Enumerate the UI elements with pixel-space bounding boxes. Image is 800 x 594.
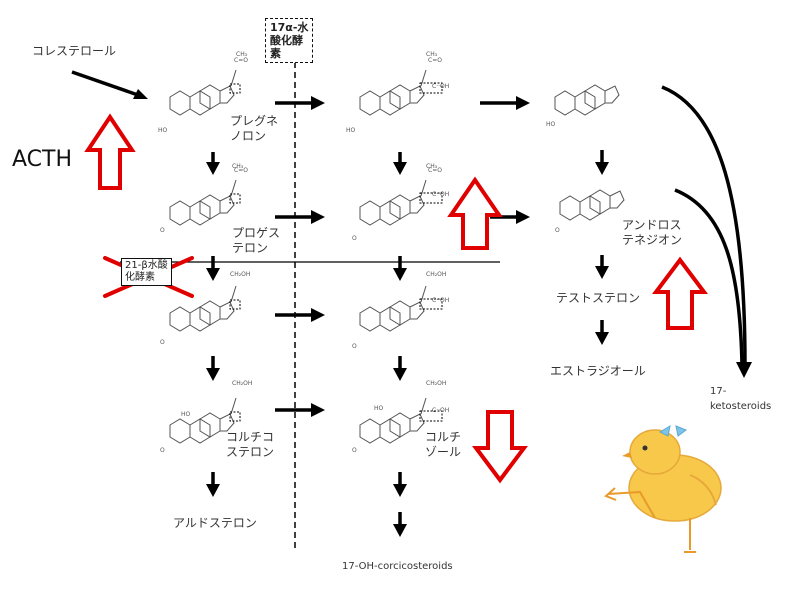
arrow-v-col2-3 <box>393 356 407 381</box>
group-label-ch2oh: CH₂OH <box>426 380 446 387</box>
arrow-cholesterol-to-pregnenolone <box>71 70 148 99</box>
group-label-o: O <box>352 343 357 350</box>
group-label-coh: C··OH <box>432 407 449 414</box>
enzyme-17-alpha-hydroxylase: 17α-水 酸化酵 素 <box>265 18 314 63</box>
molecule-cortisol <box>359 397 443 444</box>
label-cortisol: コルチ ゾール <box>425 430 462 459</box>
arrow-v-col2-5 <box>393 512 407 537</box>
label-estradiol: エストラジオール <box>550 364 646 378</box>
group-label-ch2oh: CH₂OH <box>230 271 250 278</box>
arrow-v-col1-4 <box>206 472 220 497</box>
cortisol-down-arrow <box>472 410 528 484</box>
molecule-progesterone <box>169 179 241 226</box>
molecule-17-oh-progesterone <box>359 179 443 226</box>
label-progesterone: プロゲス テロン <box>232 226 281 255</box>
molecule-pregnenolone <box>169 69 241 116</box>
arrow-v-col3-3 <box>595 320 609 345</box>
group-label-co: C=O <box>234 167 248 174</box>
17-oh-progesterone-up-arrow <box>447 176 503 250</box>
chick-wing <box>689 474 717 506</box>
group-label-ho: HO <box>158 127 168 134</box>
arrow-v-col2-1 <box>393 152 407 175</box>
arrow-h-row2-a <box>275 210 325 224</box>
chick-bow <box>658 424 688 437</box>
arrow-h-row1-b <box>480 96 530 110</box>
group-label-ho: HO <box>374 405 384 412</box>
curve-dhea-to-ketosteroids <box>661 85 747 366</box>
label-testosterone: テストステロン <box>556 291 641 305</box>
group-label-ch3: CH₃ <box>236 51 248 58</box>
group-label-ch3: CH₃ <box>426 51 438 58</box>
label-acth: ACTH <box>12 147 73 172</box>
label-ketosteroids: 17- ketosteroids <box>710 386 772 412</box>
acth-up-arrow <box>84 113 136 190</box>
molecule-corticosterone <box>169 397 241 444</box>
group-label-ch3: CH₃ <box>232 163 244 170</box>
group-label-ch3: CH₃ <box>426 163 438 170</box>
molecule-androstenedione <box>559 189 625 221</box>
group-label-ch2oh: CH₂OH <box>426 271 446 278</box>
arrow-v-col1-1 <box>206 152 220 175</box>
group-label-o: O <box>160 447 165 454</box>
label-17-oh-corticosteroids: 17-OH-corcicosteroids <box>342 561 453 572</box>
label-aldosterone: アルドステロン <box>173 516 257 530</box>
arrow-h-row4 <box>275 403 325 417</box>
group-label-co: C=O <box>428 57 442 64</box>
group-label-co: C=O <box>428 167 442 174</box>
ketosteroid-curves <box>661 85 752 378</box>
testosterone-up-arrow <box>652 256 708 330</box>
molecule-dhea <box>554 84 620 116</box>
label-corticosterone: コルチコ ステロン <box>226 430 275 459</box>
molecule-11-deoxycortisol <box>359 285 443 332</box>
chick-head <box>629 429 681 475</box>
group-label-ho: HO <box>181 411 191 418</box>
enzyme-21-hydroxylase: 21-β水酸 化酵素 <box>121 258 172 286</box>
group-label-o: O <box>555 227 560 234</box>
arrow-v-col2-4 <box>393 472 407 497</box>
chick-beak <box>622 452 632 458</box>
arrow-v-col3-2 <box>595 255 609 279</box>
molecule-17-oh-pregnenolone <box>359 69 443 116</box>
group-label-ho: HO <box>346 127 356 134</box>
arrow-v-col1-2 <box>206 256 220 281</box>
chick-eye <box>642 445 648 451</box>
group-label-co: C=O <box>234 57 248 64</box>
group-label-coh: C··OH <box>432 191 449 198</box>
curve-androstenedione-to-ketosteroids <box>674 188 744 366</box>
ketosteroid-arrowhead <box>736 362 752 378</box>
molecule-11-deoxycorticosterone <box>169 285 241 332</box>
group-label-o: O <box>352 235 357 242</box>
group-label-o: O <box>160 339 165 346</box>
label-cholesterol: コレステロール <box>32 44 117 58</box>
group-label-ch2oh: CH₂OH <box>232 380 252 387</box>
indicator-arrows <box>84 113 708 484</box>
arrow-v-col3-1 <box>595 150 609 175</box>
group-label-coh: C··OH <box>432 83 449 90</box>
group-label-o: O <box>160 227 165 234</box>
chick-drawing <box>604 424 722 553</box>
pathway-arrows <box>71 70 609 537</box>
label-pregnenolone: プレグネ ノロン <box>230 114 279 143</box>
arrow-v-col1-3 <box>206 356 220 381</box>
arrow-h-row3 <box>275 308 325 322</box>
group-label-o: O <box>352 447 357 454</box>
chick-legs <box>604 487 696 553</box>
group-label-ho: HO <box>546 121 556 128</box>
arrow-h-row1-a <box>275 96 325 110</box>
group-label-coh: C··OH <box>432 297 449 304</box>
arrow-v-col2-2 <box>393 256 407 281</box>
label-androstenedione: アンドロス テネジオン <box>622 218 683 247</box>
